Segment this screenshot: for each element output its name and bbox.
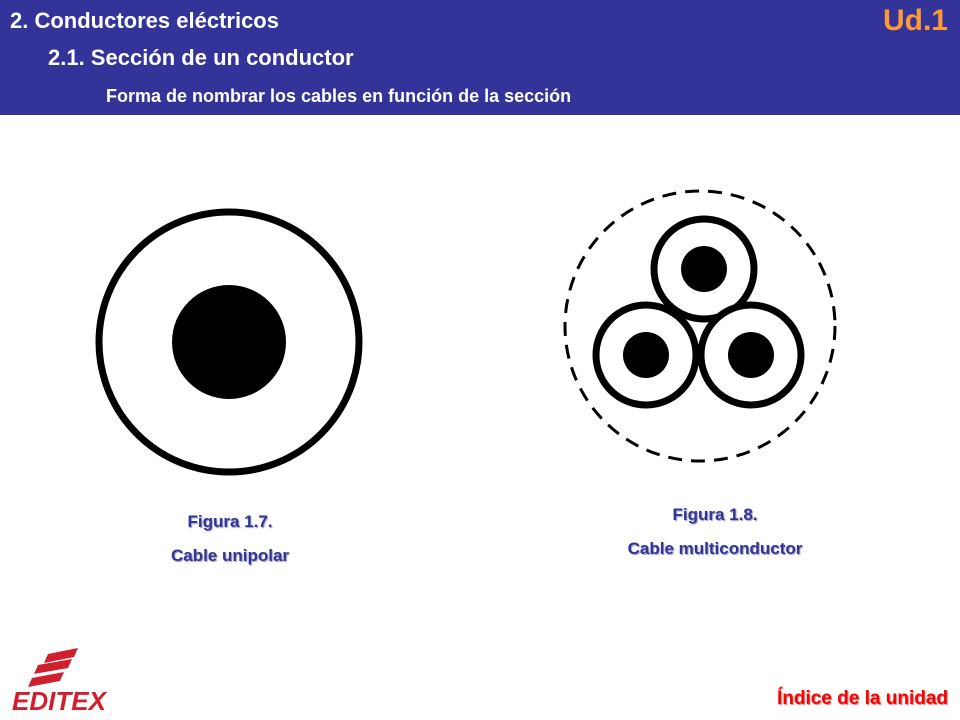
section-title: 2. Conductores eléctricos <box>10 8 279 33</box>
figure-caption: Cable unipolar <box>170 546 290 565</box>
unipolar-conductor <box>172 285 286 399</box>
figure-number: Figura 1.7. <box>187 512 273 531</box>
figure-caption: Cable multiconductor <box>627 539 803 558</box>
topic-title: Forma de nombrar los cables en función d… <box>106 86 572 106</box>
unit-index-link[interactable]: Índice de la unidad <box>776 688 948 709</box>
conductor-top-core <box>681 246 727 292</box>
header-bar: 2. Conductores eléctricos 2.1. Sección d… <box>0 0 960 115</box>
cable-diagrams <box>95 189 837 476</box>
unit-label: Ud.1 <box>882 4 948 37</box>
logo-text: EDITEX <box>12 686 108 716</box>
unipolar-cable-figure <box>95 208 363 476</box>
conductor-right-core <box>728 332 774 378</box>
multiconductor-cable-figure <box>563 189 837 463</box>
figure-1-7-caption: Figura 1.7. Cable unipolar <box>130 505 330 573</box>
unipolar-insulation <box>95 208 363 476</box>
figure-1-8-caption: Figura 1.8. Cable multiconductor <box>585 498 845 566</box>
multiconductor-sheath <box>563 189 837 463</box>
editex-logo: EDITEX <box>12 648 108 716</box>
subsection-title: 2.1. Sección de un conductor <box>48 45 354 70</box>
conductor-left-core <box>623 332 669 378</box>
figure-number: Figura 1.8. <box>672 505 758 524</box>
